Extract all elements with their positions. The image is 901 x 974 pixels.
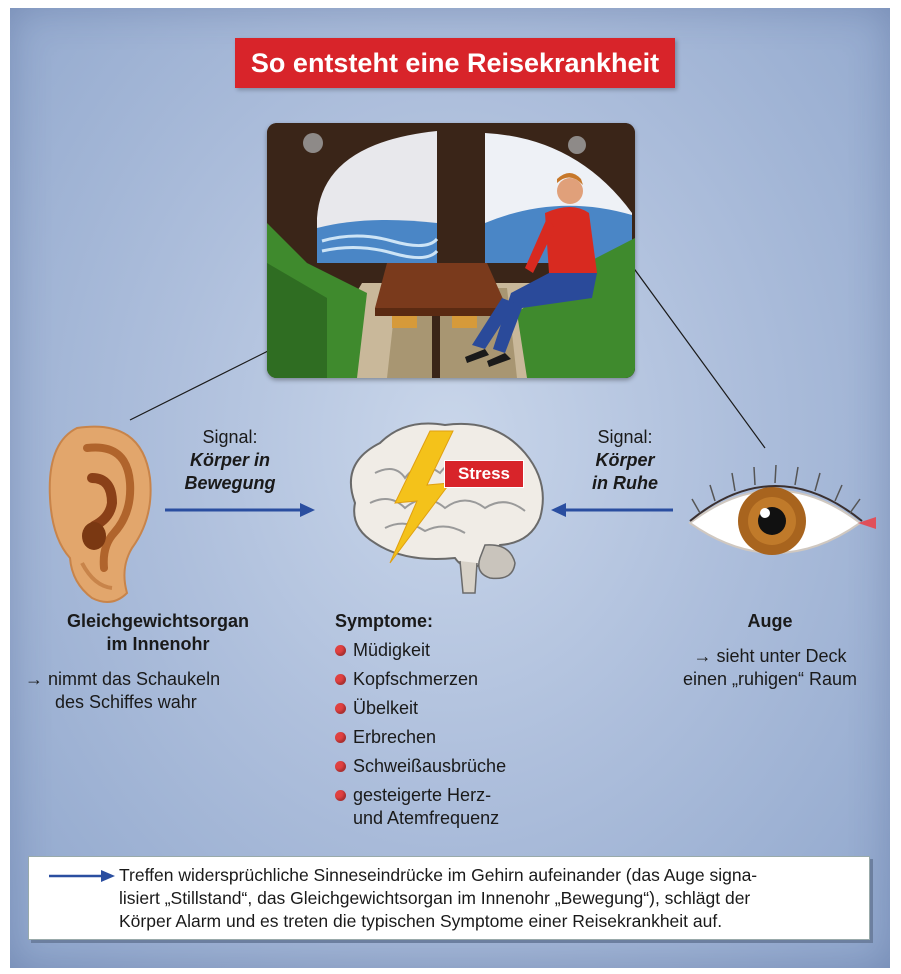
- summary-box: Treffen widersprüchliche Sinneseindrücke…: [28, 856, 870, 940]
- summary-line3: Körper Alarm und es treten die typischen…: [119, 910, 859, 933]
- brain-illustration: [335, 413, 555, 598]
- arrow-left-icon: [548, 500, 678, 520]
- ear-heading-line2: im Innenohr: [18, 633, 298, 656]
- signal-right-label: Signal:: [597, 427, 652, 447]
- arrow-right-icon: [47, 868, 117, 884]
- ear-description: → nimmt das Schaukeln des Schiffes wahr: [25, 668, 285, 714]
- symptoms-list: Müdigkeit Kopfschmerzen Übelkeit Erbrech…: [335, 639, 555, 807]
- summary-text: Treffen widersprüchliche Sinneseindrücke…: [119, 864, 859, 933]
- diagram-panel: So entsteht eine Reisekrankheit: [10, 8, 890, 968]
- summary-line1: Treffen widersprüchliche Sinneseindrücke…: [119, 864, 859, 887]
- stress-badge: Stress: [444, 460, 524, 488]
- symptom-item-continuation: und Atemfrequenz: [335, 807, 555, 830]
- symptom-item: Kopfschmerzen: [335, 668, 555, 691]
- signal-left-label: Signal:: [202, 427, 257, 447]
- symptom-item: gesteigerte Herz-: [335, 784, 555, 807]
- ear-desc-line2: des Schiffes wahr: [25, 691, 285, 714]
- signal-right-line2: in Ruhe: [575, 472, 675, 495]
- arrow-right-icon: [160, 500, 320, 520]
- symptom-item: Müdigkeit: [335, 639, 555, 662]
- signal-right-line1: Körper: [575, 449, 675, 472]
- symptom-item: Schweißausbrüche: [335, 755, 555, 778]
- symptoms-block: Symptome: Müdigkeit Kopfschmerzen Übelke…: [335, 610, 555, 830]
- symptoms-heading: Symptome:: [335, 610, 555, 633]
- summary-line2: lisiert „Stillstand“, das Gleichgewichts…: [119, 887, 859, 910]
- signal-left-text: Signal: Körper in Bewegung: [170, 426, 290, 495]
- symptom-item: Übelkeit: [335, 697, 555, 720]
- eye-heading: Auge: [655, 610, 885, 633]
- ship-cabin-illustration: [267, 123, 635, 378]
- signal-right-text: Signal: Körper in Ruhe: [575, 426, 675, 495]
- eye-illustration: [680, 463, 880, 578]
- ear-desc-line1: → nimmt das Schaukeln: [25, 668, 285, 691]
- eye-caption: Auge → sieht unter Deck einen „ruhigen“ …: [655, 610, 885, 691]
- symptom-item: Erbrechen: [335, 726, 555, 749]
- signal-left-line1: Körper in: [170, 449, 290, 472]
- eye-desc-line2: einen „ruhigen“ Raum: [655, 668, 885, 691]
- signal-left-line2: Bewegung: [170, 472, 290, 495]
- ear-caption: Gleichgewichtsorgan im Innenohr: [18, 610, 298, 656]
- ear-illustration: [32, 418, 162, 608]
- eye-desc-line1: → sieht unter Deck: [655, 645, 885, 668]
- ear-heading-line1: Gleichgewichtsorgan: [18, 610, 298, 633]
